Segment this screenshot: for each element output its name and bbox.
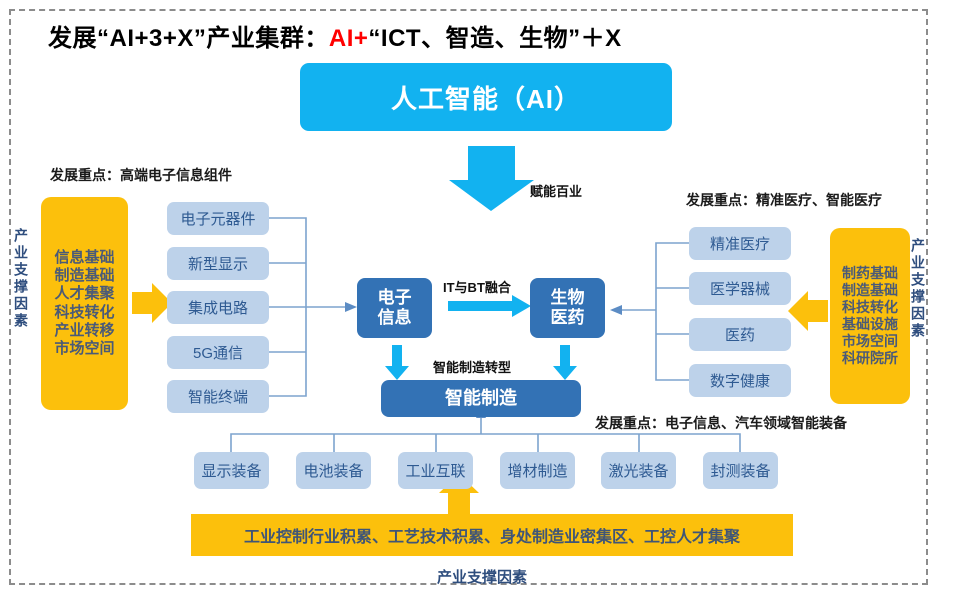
bottom-item-industrial-internet[interactable]: 工业互联 <box>398 452 473 489</box>
left-item-smart-terminal[interactable]: 智能终端 <box>167 380 269 413</box>
ai-main-box[interactable]: 人工智能（AI） <box>300 63 672 131</box>
left-item-new-display[interactable]: 新型显示 <box>167 247 269 280</box>
left-support-item-5: 市场空间 <box>54 340 115 358</box>
bottom-item-battery-equipment[interactable]: 电池装备 <box>296 452 371 489</box>
bottom-caption: 发展重点：电子信息、汽车领域智能装备 <box>595 415 847 431</box>
right-item-digital-health[interactable]: 数字健康 <box>689 364 791 397</box>
left-item-5g[interactable]: 5G通信 <box>167 336 269 369</box>
page-title: 发展“AI+3+X”产业集群：AI+“ICT、智造、生物”＋X <box>48 18 622 53</box>
left-support-item-2: 人才集聚 <box>54 285 115 303</box>
right-support-item-5: 科研院所 <box>842 350 898 367</box>
left-vertical-label: 产业支撑因素 <box>13 228 29 330</box>
right-item-pharma[interactable]: 医药 <box>689 318 791 351</box>
title-accent: AI+ <box>328 25 369 52</box>
right-vertical-label: 产业支撑因素 <box>910 238 926 340</box>
center-smart-mfg-box[interactable]: 智能制造 <box>381 380 581 417</box>
right-caption: 发展重点：精准医疗、智能医疗 <box>686 192 882 208</box>
bottom-support-bar[interactable]: 工业控制行业积累、工艺技术积累、身处制造业密集区、工控人才集聚 <box>191 514 793 556</box>
right-item-medical-devices[interactable]: 医学器械 <box>689 272 791 305</box>
it-bt-fusion-label: IT与BT融合 <box>443 280 511 295</box>
left-item-integrated-circuit[interactable]: 集成电路 <box>167 291 269 324</box>
left-support-item-1: 制造基础 <box>54 266 115 284</box>
bottom-item-laser-equipment[interactable]: 激光装备 <box>601 452 676 489</box>
bottom-item-additive-mfg[interactable]: 增材制造 <box>500 452 575 489</box>
left-support-item-0: 信息基础 <box>54 248 115 266</box>
right-support-item-2: 科技转化 <box>842 298 898 315</box>
right-support-item-3: 基础设施 <box>842 316 898 332</box>
center-biomed-label: 生物 医药 <box>550 288 585 327</box>
bottom-item-packaging-test-equipment[interactable]: 封测装备 <box>703 452 778 489</box>
dashed-frame <box>9 9 928 585</box>
right-item-precision-medicine[interactable]: 精准医疗 <box>689 227 791 260</box>
right-support-item-1: 制造基础 <box>842 281 898 298</box>
left-item-electronic-components[interactable]: 电子元器件 <box>167 202 269 235</box>
left-support-box[interactable]: 信息基础 制造基础 人才集聚 科技转化 产业转移 市场空间 <box>41 197 128 410</box>
center-smart-mfg-label: 智能制造 <box>445 388 517 409</box>
left-support-item-4: 产业转移 <box>54 321 115 339</box>
bottom-item-display-equipment[interactable]: 显示装备 <box>194 452 269 489</box>
center-biomed-box[interactable]: 生物 医药 <box>530 278 605 338</box>
enable-industries-label: 赋能百业 <box>530 184 583 199</box>
bottom-support-bar-label: 工业控制行业积累、工艺技术积累、身处制造业密集区、工控人才集聚 <box>243 529 740 546</box>
title-part1: 发展“AI+3+X”产业集群： <box>48 25 329 52</box>
left-support-item-3: 科技转化 <box>54 303 115 321</box>
center-electronics-box[interactable]: 电子 信息 <box>357 278 432 338</box>
title-part2: “ICT、智造、生物”＋X <box>368 25 622 52</box>
center-electronics-label: 电子 信息 <box>377 288 412 327</box>
right-support-item-0: 制药基础 <box>842 264 898 281</box>
left-caption: 发展重点：高端电子信息组件 <box>50 167 232 183</box>
bottom-support-label: 产业支撑因素 <box>437 569 528 586</box>
right-support-item-4: 市场空间 <box>842 333 898 350</box>
smart-mfg-transform-label: 智能制造转型 <box>433 360 512 375</box>
ai-main-label: 人工智能（AI） <box>390 83 581 114</box>
right-support-box[interactable]: 制药基础 制造基础 科技转化 基础设施 市场空间 科研院所 <box>830 228 910 404</box>
